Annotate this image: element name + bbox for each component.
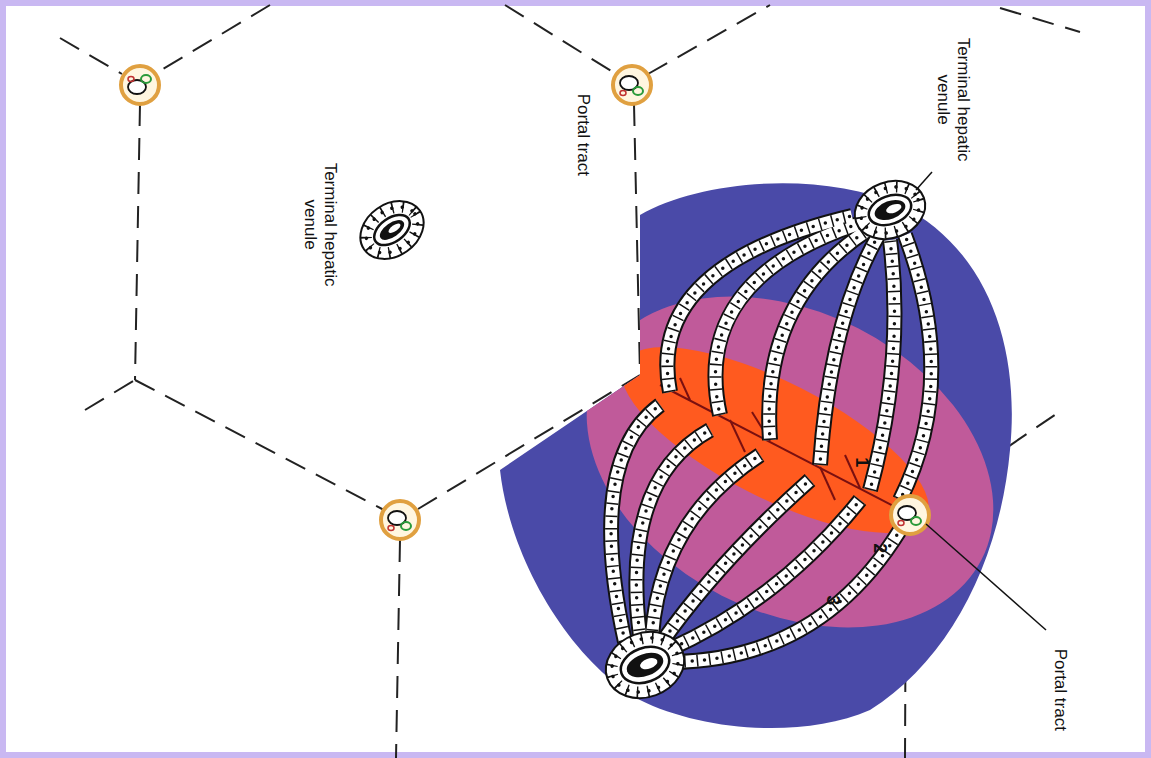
zone-number: 2 xyxy=(870,543,891,553)
zone-number: 1 xyxy=(852,457,873,467)
zone-number: 3 xyxy=(823,595,844,605)
structure-label: Portal tract xyxy=(1050,649,1070,731)
structure-label: Terminal hepatic venule xyxy=(933,31,972,169)
structure-label: Terminal hepatic venule xyxy=(300,156,339,294)
structure-label: Portal tract xyxy=(573,94,593,176)
